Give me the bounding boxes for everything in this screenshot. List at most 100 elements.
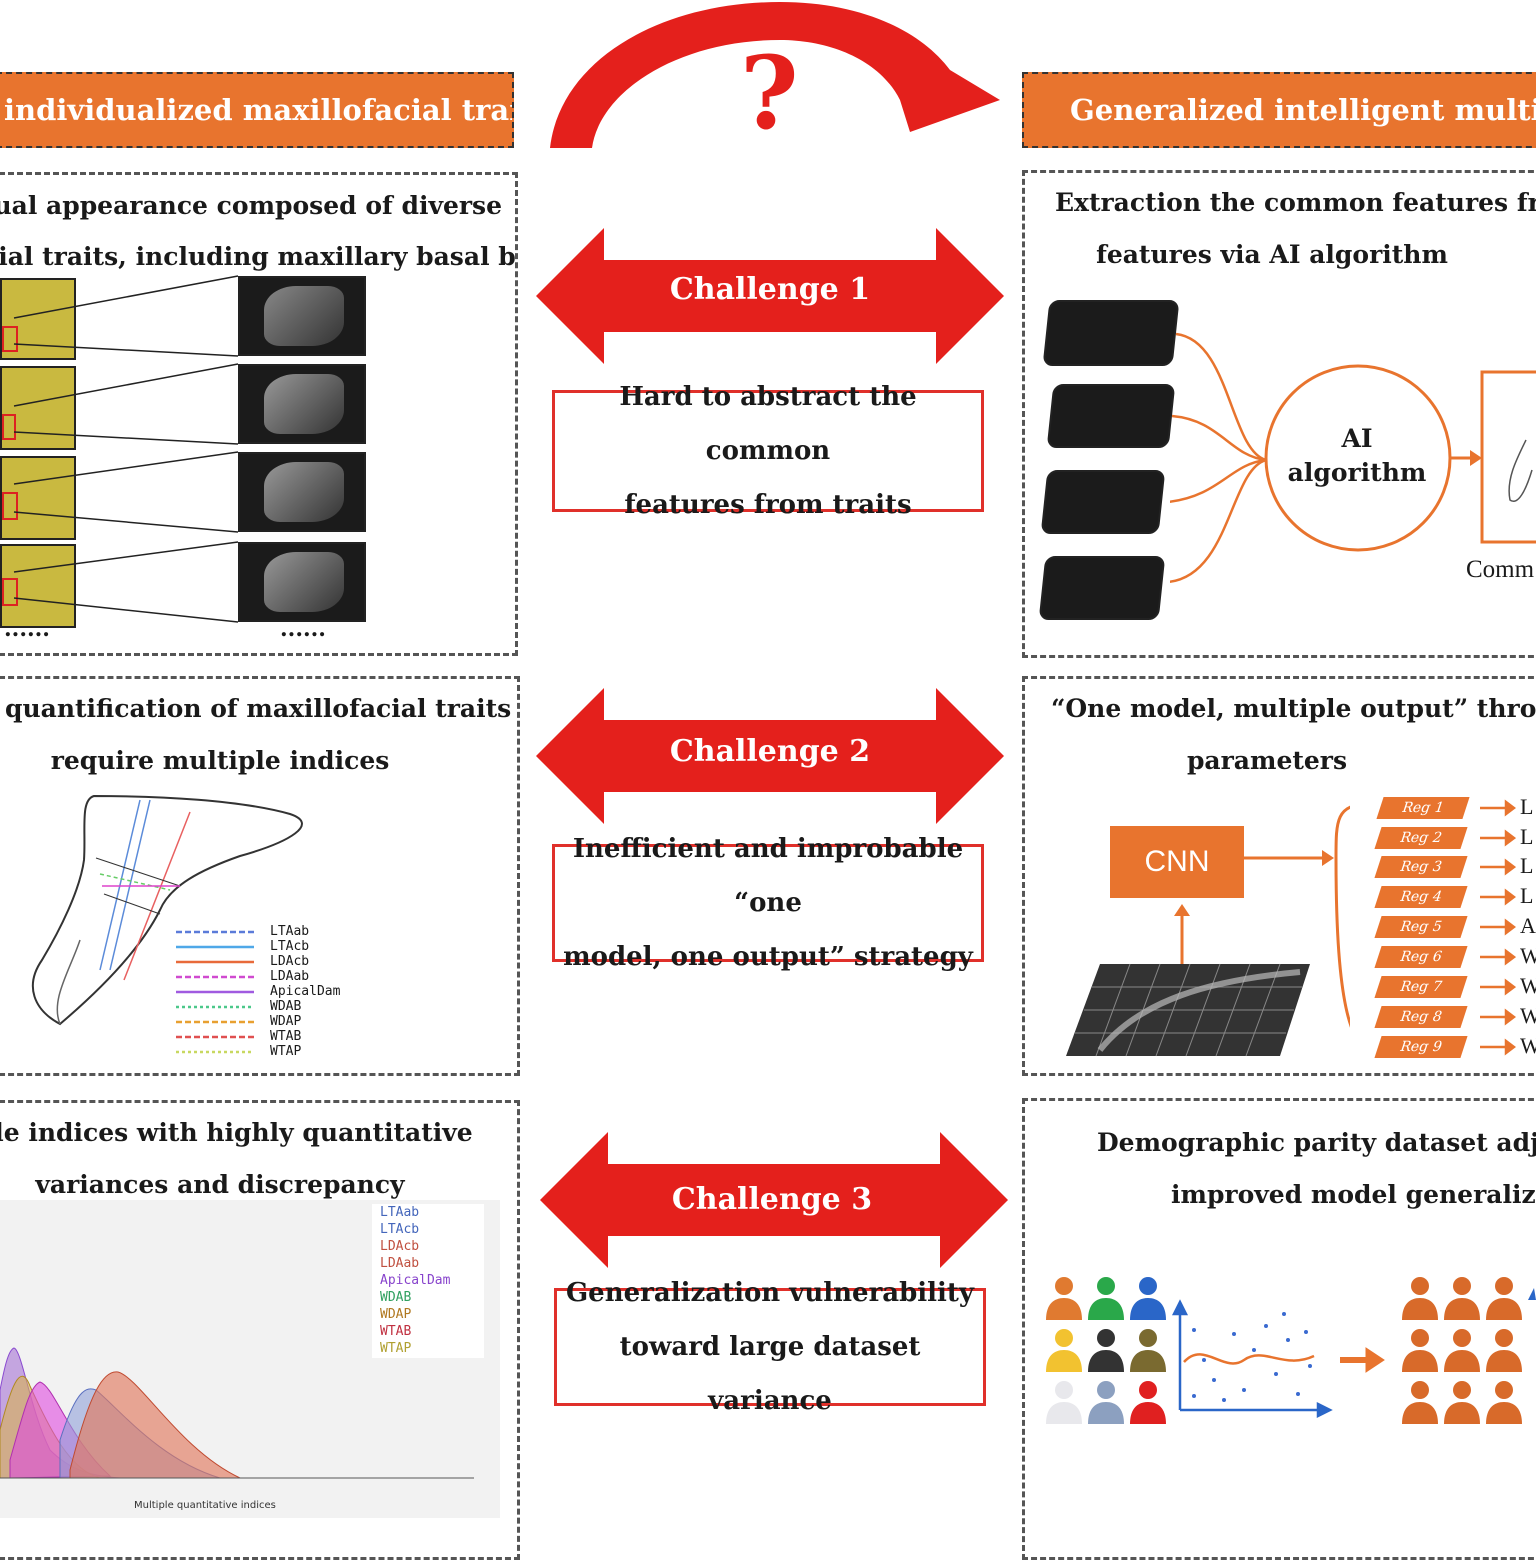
legend-entry: WTAB [270,1029,302,1044]
index-legend-arrows [176,930,254,1054]
bone-crop-image [1038,556,1166,620]
reg-block: Reg 6 [1374,946,1468,968]
challenge-2-label: Challenge 2 [669,734,871,769]
left-panel-1-line2: cial traits, including maxillary basal b… [0,242,516,271]
right-panel-1: Extraction the common features from m fe… [1022,170,1536,658]
header-right-text: Generalized intelligent multi-quant [1070,93,1536,127]
legend-entry: WTAP [380,1341,412,1356]
header-left: individualized maxillofacial traits [0,72,514,148]
legend-entry: ApicalDam [380,1273,451,1288]
legend-entry: LTAcb [270,939,310,954]
reg-output-arrows [1480,799,1516,1056]
ai-flow-lines [1170,332,1536,583]
legend-entry: LDAcb [380,1239,420,1254]
legend-indices-panel3: LTAab LTAcb LDAcb LDAab ApicalDam WDAB W… [372,1204,484,1358]
cnn-block: CNN [1110,826,1244,898]
demographic-people-icons [1046,1277,1536,1424]
reg-block: Reg 2 [1374,827,1468,849]
output-label: L [1520,853,1534,878]
ai-label-line1: AI [1341,424,1373,453]
output-label: L [1520,883,1534,908]
challenge-2-line2: model, one output” strategy [563,942,973,972]
challenge-1-line2: features from traits [624,490,912,520]
output-label: L [1520,794,1534,819]
left-panel-1: dual appearance composed of diverse cial… [0,172,518,656]
legend-entry: ApicalDam [270,984,341,999]
bone-crop-image [1042,300,1180,366]
left-panel-3-line2: variances and discrepancy [35,1170,405,1199]
question-mark: ? [740,34,799,152]
output-label: W [1520,943,1536,968]
right-panel-2-line1: “One model, multiple output” through f [1051,694,1536,723]
legend-entry: LTAcb [380,1222,420,1237]
ct-scan-image [0,278,76,360]
legend-entry: WDAP [270,1014,302,1029]
left-panel-3-line1: iple indices with highly quantitative [0,1118,473,1147]
challenge-2-box: Inefficient and improbable “one model, o… [552,834,984,972]
legend-entry: LDAab [380,1256,420,1271]
challenge-3-label: Challenge 3 [671,1182,873,1217]
legend-entry: WDAP [380,1307,412,1322]
bone-crop-image [238,452,366,532]
challenge-3-box: Generalization vulnerability toward larg… [554,1278,986,1416]
bone-crop-image [238,542,366,622]
ct-scan-image [0,456,76,540]
output-label: W [1520,1033,1536,1058]
reg-block: Reg 3 [1374,856,1468,878]
legend-entry: LDAab [270,969,310,984]
legend-entry: LDAcb [270,954,310,969]
ct-scan-image [0,544,76,628]
right-panel-2: “One model, multiple output” through f p… [1022,676,1536,1076]
ai-label-line2: algorithm [1287,458,1427,487]
right-panel-1-line1: Extraction the common features from m [1055,188,1536,217]
curved-arrow-icon [550,2,1000,148]
left-panel-1-line1: dual appearance composed of diverse [0,191,503,220]
reg-block: Reg 4 [1374,886,1468,908]
reg-block: Reg 1 [1376,797,1470,819]
ai-algorithm-label: AI algorithm [1272,422,1442,490]
bone-crop-image [1040,470,1166,534]
right-panel-3-line1: Demographic parity dataset adjustm [1097,1128,1536,1157]
challenge-1-box: Hard to abstract the common features fro… [552,382,984,520]
reg-block: Reg 7 [1374,976,1468,998]
left-panel-2: d quantification of maxillofacial traits… [0,676,520,1076]
left-panel-2-line2: require multiple indices [50,746,390,775]
ellipsis-right: ...... [280,616,326,642]
bone-crop-image [238,276,366,356]
bone-crop-image [238,364,366,444]
bone-crop-image [1046,384,1176,448]
challenge-3-line1: Generalization vulnerability [565,1278,975,1308]
reg-block: Reg 9 [1374,1036,1468,1058]
density-curves [0,1347,474,1479]
ct-scan-image [0,366,76,450]
header-left-text: individualized maxillofacial traits [4,93,514,127]
output-label: A [1520,913,1536,938]
common-features-label: Comm [1466,556,1535,583]
output-label: W [1520,973,1536,998]
right-panel-2-line2: parameters [1186,746,1348,775]
density-x-label: Multiple quantitative indices [134,1500,276,1511]
right-panel-3-line2: improved model generalizatio [1171,1180,1536,1209]
legend-entry: WDAB [380,1290,412,1305]
reg-block: Reg 5 [1374,916,1468,938]
left-panel-2-line1: d quantification of maxillofacial traits [0,694,512,723]
challenge-1-line1: Hard to abstract the common [619,382,917,466]
reg-block: Reg 8 [1374,1006,1468,1028]
right-panel-1-line2: features via AI algorithm [1096,240,1448,269]
header-right: Generalized intelligent multi-quant [1022,72,1536,148]
double-arrow-icon [536,228,1004,364]
challenge-1-label: Challenge 1 [669,272,871,307]
challenge-3-line2: toward large dataset variance [619,1332,921,1416]
challenge-2-line1: Inefficient and improbable “one [572,834,964,918]
cnn-flow-arrows [1066,805,1350,1057]
double-arrow-icon [536,688,1004,824]
output-label: L [1520,824,1534,849]
legend-indices-panel2: LTAab LTAcb LDAcb LDAab ApicalDam WDAB W… [270,924,340,1059]
legend-entry: WDAB [270,999,302,1014]
cnn-label: CNN [1144,845,1210,878]
legend-entry: LTAab [380,1205,420,1220]
output-label: W [1520,1003,1536,1028]
legend-entry: WTAB [380,1324,412,1339]
ellipsis-left: ...... [4,616,50,642]
legend-entry: WTAP [270,1044,302,1059]
